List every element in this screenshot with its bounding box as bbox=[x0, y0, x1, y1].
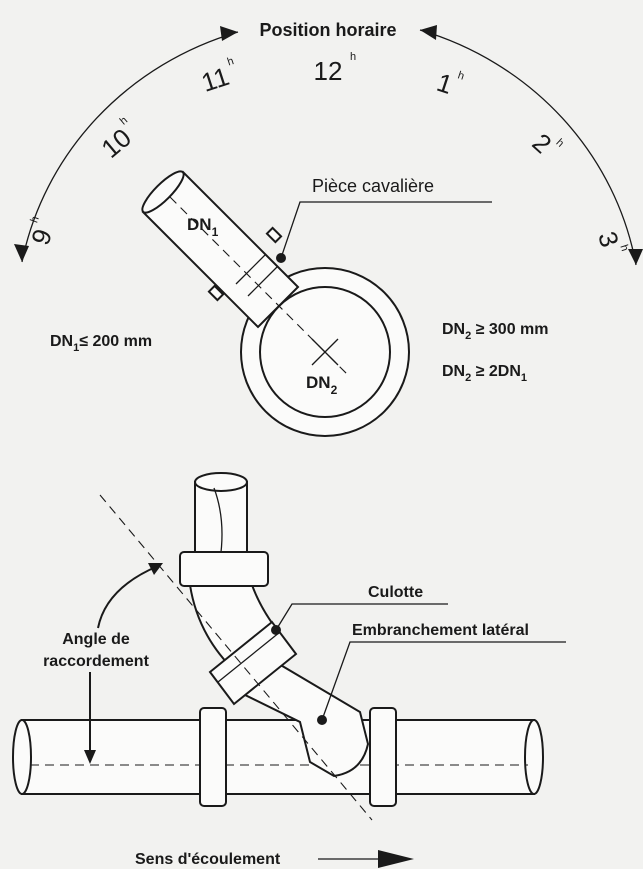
rule-dn1-suffix: ≤ 200 mm bbox=[79, 333, 152, 350]
vertical-pipe-top bbox=[194, 472, 248, 492]
hour-2-text: 2 bbox=[527, 127, 558, 159]
hour-9: 9 h bbox=[25, 215, 58, 249]
culotte-collar-line bbox=[217, 631, 281, 683]
vertical-pipe-flange bbox=[179, 551, 269, 587]
clock-arc-right bbox=[419, 29, 637, 266]
rule-dn2b-text: DN2 ≥ 2DN1 bbox=[442, 363, 527, 384]
hour-3-suffix: h bbox=[617, 243, 630, 253]
branch-pipe-top bbox=[141, 170, 300, 329]
rule-dn1-prefix: DN bbox=[50, 333, 73, 350]
hour-12-text: 12 bbox=[314, 56, 343, 86]
arrowhead-right-top bbox=[420, 25, 437, 40]
hour-11-suffix: h bbox=[226, 55, 236, 68]
arrowhead-left-top bbox=[220, 26, 238, 41]
main-pipe-inner-circle bbox=[259, 286, 391, 418]
coupling-right bbox=[369, 707, 397, 807]
rule-dn2b-prefix: DN bbox=[442, 363, 465, 380]
main-pipe-left-end bbox=[12, 719, 32, 795]
hour-9-text: 9 bbox=[25, 225, 58, 249]
rule-dn2a-prefix: DN bbox=[442, 321, 465, 338]
angle-arrowhead-down bbox=[84, 750, 96, 764]
hour-1-text: 1 bbox=[433, 67, 456, 100]
coupling-left bbox=[199, 707, 227, 807]
dn2-label-main: DN bbox=[306, 373, 331, 392]
rule-dn2a-sub: 2 bbox=[465, 330, 471, 342]
angle-arc-arrow bbox=[97, 565, 159, 629]
hour-9-suffix: h bbox=[28, 215, 41, 225]
clock-title: Position horaire bbox=[259, 20, 396, 40]
branch-axis-top bbox=[169, 196, 351, 378]
dn1-label-sub: 1 bbox=[212, 225, 219, 239]
rule-dn1-text: DN1≤ 200 mm bbox=[50, 333, 152, 354]
angle-label-line2: raccordement bbox=[43, 653, 149, 670]
saddle-band-a bbox=[235, 253, 267, 285]
main-pipe-right-end bbox=[524, 719, 544, 795]
branch-pipe-end bbox=[141, 170, 185, 214]
arrowhead-right-bottom bbox=[628, 249, 643, 265]
hour-12-suffix: h bbox=[350, 51, 356, 63]
hour-3: 3 h bbox=[592, 228, 631, 253]
angle-arrowhead-top bbox=[148, 563, 163, 575]
hour-11: 11 h bbox=[198, 55, 236, 98]
clock-arc-left bbox=[21, 31, 239, 263]
culotte-label: Culotte bbox=[368, 584, 423, 601]
dn2-label-sub: 2 bbox=[331, 383, 338, 397]
flow-arrowhead bbox=[378, 850, 414, 868]
vertical-pipe bbox=[179, 472, 269, 587]
hour-1: 1 h bbox=[433, 67, 466, 100]
dn2-label: DN2 bbox=[306, 373, 338, 397]
embranchement-label: Embranchement latéral bbox=[352, 622, 529, 639]
hour-12: 12 h bbox=[314, 51, 357, 86]
saddle-band-b bbox=[247, 265, 279, 297]
flow-direction-label: Sens d'écoulement bbox=[135, 851, 281, 868]
dn1-label: DN1 bbox=[187, 215, 219, 239]
center-cross-b bbox=[311, 338, 339, 366]
dn1-label-main: DN bbox=[187, 215, 212, 234]
branch-leader-line bbox=[321, 641, 566, 721]
hour-10: 10 h bbox=[95, 114, 136, 164]
rule-dn1-sub: 1 bbox=[73, 342, 79, 354]
angle-label-line1: Angle de bbox=[62, 631, 130, 648]
main-pipe-side bbox=[12, 707, 544, 807]
hour-1-suffix: h bbox=[456, 69, 466, 82]
saddle-clip-left bbox=[207, 284, 225, 302]
rule-dn2a-suffix: ≥ 300 mm bbox=[471, 321, 548, 338]
branch-axis-side bbox=[99, 494, 373, 821]
hour-11-text: 11 bbox=[198, 61, 233, 98]
main-pipe-body bbox=[21, 719, 535, 795]
piece-cavaliere-label: Pièce cavalière bbox=[312, 176, 434, 196]
lateral-branch-body bbox=[233, 652, 370, 778]
culotte-fitting bbox=[188, 584, 298, 706]
saddle-clip-right bbox=[265, 226, 283, 244]
hour-10-text: 10 bbox=[95, 122, 136, 164]
saddle-leader-line bbox=[280, 201, 492, 259]
rule-dn2b-mid: ≥ 2DN bbox=[471, 363, 521, 380]
culotte-collar bbox=[208, 620, 298, 706]
culotte-leader-line bbox=[275, 603, 448, 631]
rule-dn2b-sub2: 1 bbox=[521, 372, 527, 384]
hour-2: 2 h bbox=[527, 127, 566, 159]
rule-dn2a-text: DN2 ≥ 300 mm bbox=[442, 321, 549, 342]
arrowhead-left-bottom bbox=[14, 244, 29, 262]
rule-dn2b-sub: 2 bbox=[465, 372, 471, 384]
